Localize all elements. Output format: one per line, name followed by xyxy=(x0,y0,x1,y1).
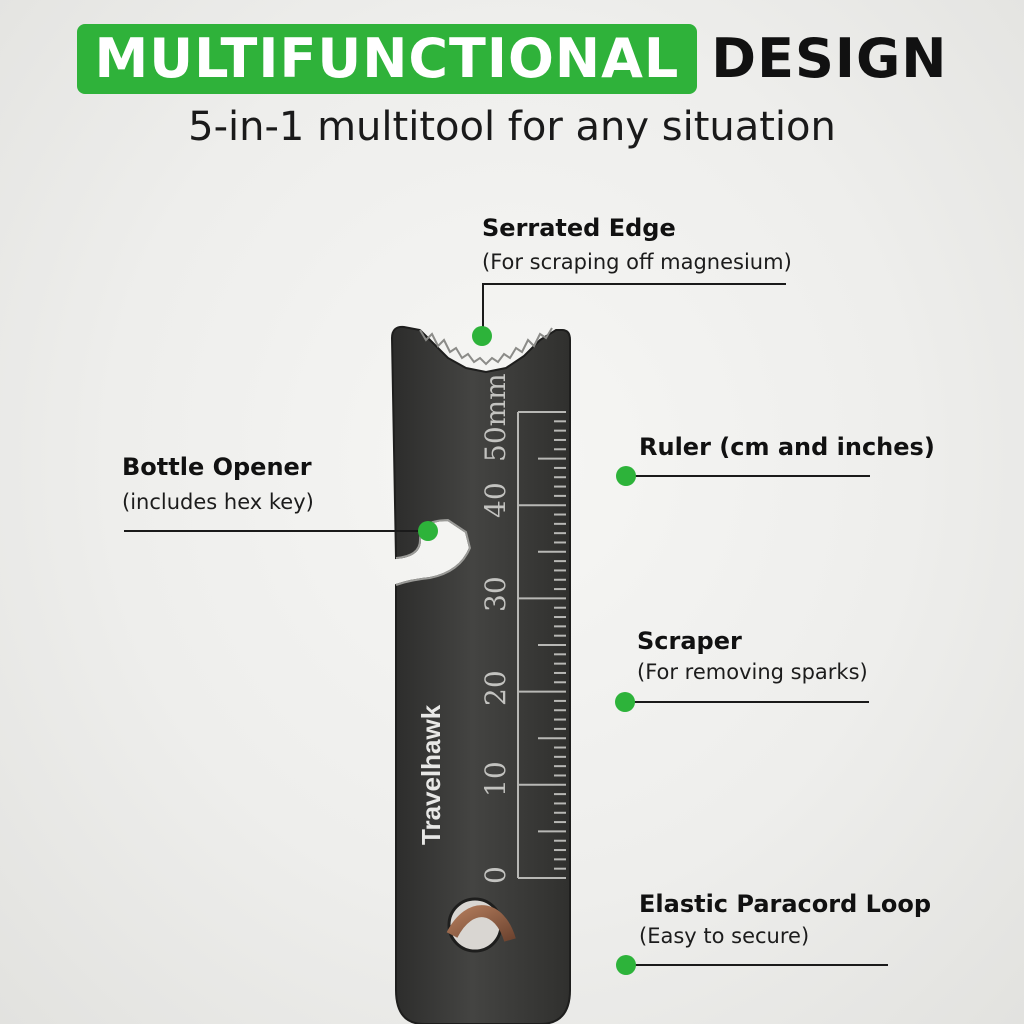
ruler-label-30: 30 xyxy=(479,576,512,612)
subtitle: 5-in-1 multitool for any situation xyxy=(188,104,836,150)
headline-rest: DESIGN xyxy=(711,27,948,90)
callout-bottle-title: Bottle Opener xyxy=(122,453,312,481)
ruler-ticks xyxy=(517,411,566,879)
callout-loop-title: Elastic Paracord Loop xyxy=(639,890,932,918)
callout-serrated-line-h xyxy=(482,283,786,285)
headline: MULTIFUNCTIONAL DESIGN xyxy=(0,24,1024,94)
callout-bottle-desc: (includes hex key) xyxy=(122,490,314,514)
bottle-opener-notch xyxy=(395,518,472,586)
ruler-label-20: 20 xyxy=(479,670,512,706)
serrated-edge-teeth xyxy=(419,327,553,366)
ruler-label-0: 0 xyxy=(479,866,512,884)
callout-serrated-dot xyxy=(472,326,492,346)
callout-serrated-line-v xyxy=(482,283,484,333)
callout-loop-line xyxy=(626,964,888,966)
callout-bottle-line xyxy=(124,530,424,532)
ruler-label-10: 10 xyxy=(479,761,512,797)
callout-ruler-line xyxy=(626,475,870,477)
callout-scraper-title: Scraper xyxy=(637,627,742,655)
callout-scraper-desc: (For removing sparks) xyxy=(637,660,868,684)
headline-highlight: MULTIFUNCTIONAL xyxy=(76,24,698,94)
ruler-label-50mm: 50mm xyxy=(479,373,512,462)
callout-loop-desc: (Easy to secure) xyxy=(639,924,810,948)
callout-serrated-title: Serrated Edge xyxy=(482,214,676,242)
callout-scraper-dot xyxy=(615,692,635,712)
callout-bottle-dot xyxy=(418,521,438,541)
callout-scraper-line xyxy=(625,701,869,703)
brand-name: Travelhawk xyxy=(416,704,446,845)
callout-serrated-desc: (For scraping off magnesium) xyxy=(482,250,792,274)
callout-loop-dot xyxy=(616,955,636,975)
callout-ruler-title: Ruler (cm and inches) xyxy=(639,433,935,461)
ruler-label-40: 40 xyxy=(479,482,512,518)
callout-ruler-dot xyxy=(616,466,636,486)
